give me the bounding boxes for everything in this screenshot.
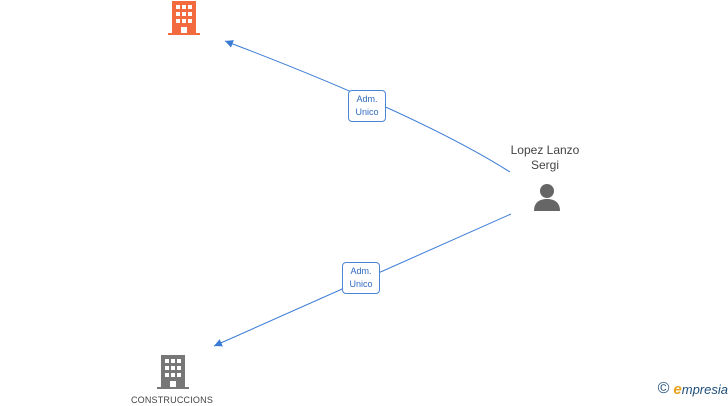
- person-name-label[interactable]: Lopez Lanzo Sergi: [505, 143, 585, 173]
- person-name-line2: Sergi: [530, 158, 559, 172]
- brand-name-rest: mpresia: [681, 381, 728, 397]
- building-icon: [157, 355, 189, 389]
- person-icon: [534, 184, 560, 211]
- building-icon: [168, 1, 200, 35]
- company-label-construccions[interactable]: CONSTRUCCIONS: [130, 395, 214, 405]
- empresia-watermark: © empresia: [658, 380, 728, 398]
- copyright-symbol: ©: [657, 380, 670, 397]
- edge-label-top-line1: Adm.: [356, 94, 378, 104]
- person-node[interactable]: [532, 183, 562, 213]
- edge-label-bottom[interactable]: Adm. Unico: [342, 262, 380, 294]
- company-node-highlighted[interactable]: [168, 1, 200, 35]
- edge-label-top[interactable]: Adm. Unico: [348, 90, 386, 122]
- brand-logo-e: e: [673, 380, 682, 398]
- company-node-construccions[interactable]: [157, 355, 189, 389]
- edge-person-to-company-top: [224, 40, 511, 173]
- brand-name: empresia: [673, 381, 728, 398]
- edge-label-bottom-line1: Adm.: [350, 266, 372, 276]
- person-name-line1: Lopez Lanzo: [510, 143, 580, 157]
- edge-label-top-line2: Unico: [355, 107, 379, 117]
- edge-label-bottom-line2: Unico: [349, 279, 373, 289]
